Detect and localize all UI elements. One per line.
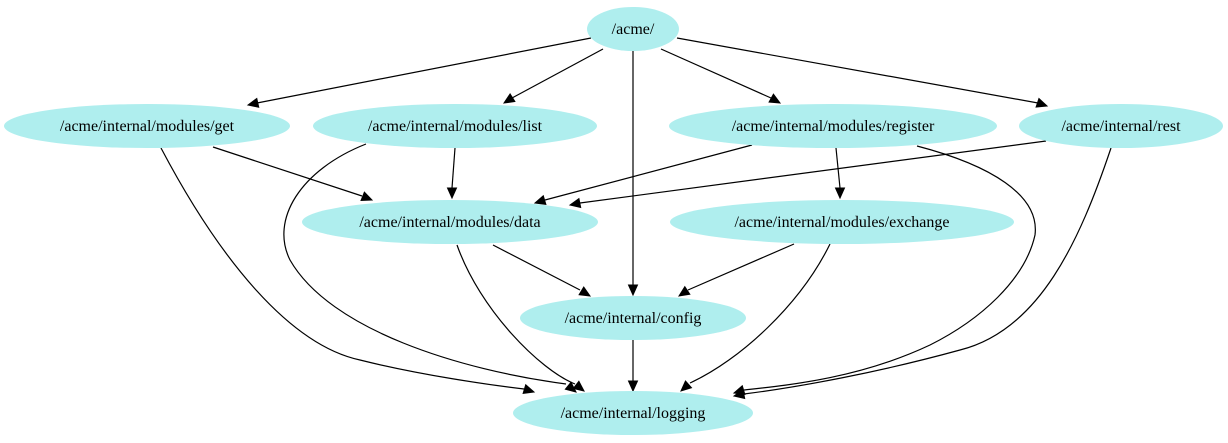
- edge-line: [511, 48, 604, 99]
- node-label-list: /acme/internal/modules/list: [368, 118, 543, 135]
- arrowhead-icon: [677, 285, 691, 297]
- edge-line: [743, 145, 1036, 391]
- arrowhead-icon: [834, 187, 846, 200]
- node-list[interactable]: /acme/internal/modules/list: [313, 104, 597, 148]
- edge-line: [835, 147, 841, 189]
- arrowhead-icon: [502, 92, 516, 104]
- edge-line: [451, 147, 456, 189]
- edge-line: [676, 37, 1039, 104]
- node-label-config: /acme/internal/config: [565, 310, 702, 327]
- edge-line: [689, 243, 831, 384]
- node-rest[interactable]: /acme/internal/rest: [1019, 104, 1223, 148]
- edge-config-to-logging: [627, 340, 639, 393]
- arrowhead-icon: [627, 284, 639, 297]
- node-label-logging: /acme/internal/logging: [561, 405, 706, 422]
- edge-register-to-logging: [732, 145, 1036, 396]
- node-config[interactable]: /acme/internal/config: [520, 296, 746, 340]
- arrowhead-icon: [768, 93, 782, 104]
- edge-register-to-exchange: [834, 147, 846, 200]
- arrowhead-icon: [568, 197, 582, 209]
- edge-rest-to-data: [568, 140, 1047, 209]
- edge-line: [212, 146, 363, 197]
- edge-line: [283, 143, 567, 385]
- node-label-exchange: /acme/internal/modules/exchange: [734, 214, 949, 231]
- arrowhead-icon: [627, 380, 639, 393]
- edge-line: [492, 244, 581, 291]
- node-register[interactable]: /acme/internal/modules/register: [669, 104, 997, 148]
- edge-line: [579, 140, 1047, 204]
- edge-line: [687, 243, 795, 291]
- arrowhead-icon: [522, 383, 536, 395]
- arrowhead-icon: [246, 97, 260, 108]
- node-label-data: /acme/internal/modules/data: [359, 214, 540, 231]
- arrowhead-icon: [578, 286, 592, 297]
- arrowhead-icon: [564, 381, 577, 393]
- node-label-get: /acme/internal/modules/get: [60, 118, 235, 135]
- edge-acme-to-register: [660, 48, 782, 104]
- edge-line: [456, 244, 576, 385]
- edge-acme-to-list: [502, 48, 604, 104]
- edge-register-to-data: [533, 144, 753, 206]
- edge-acme-to-rest: [676, 37, 1049, 108]
- arrowhead-icon: [446, 187, 458, 200]
- edge-list-to-logging: [283, 143, 577, 393]
- node-label-rest: /acme/internal/rest: [1061, 118, 1181, 135]
- edge-get-to-logging: [160, 147, 536, 395]
- node-get[interactable]: /acme/internal/modules/get: [4, 104, 290, 148]
- edge-list-to-data: [446, 147, 458, 200]
- node-label-acme: /acme/: [612, 21, 655, 38]
- edge-acme-to-get: [246, 37, 592, 108]
- arrowhead-icon: [732, 388, 746, 400]
- edge-line: [544, 144, 753, 201]
- edge-acme-to-config: [627, 51, 639, 297]
- node-logging[interactable]: /acme/internal/logging: [513, 391, 753, 435]
- edge-get-to-data: [212, 146, 374, 201]
- edge-line: [160, 147, 525, 390]
- edge-line: [743, 147, 1112, 395]
- edge-line: [660, 48, 772, 99]
- edge-line: [256, 37, 592, 104]
- arrowhead-icon: [680, 380, 693, 392]
- edge-rest-to-logging: [732, 147, 1112, 400]
- edge-data-to-config: [492, 244, 592, 297]
- edge-exchange-to-config: [677, 243, 795, 297]
- node-data[interactable]: /acme/internal/modules/data: [302, 200, 598, 244]
- node-exchange[interactable]: /acme/internal/modules/exchange: [670, 200, 1014, 244]
- arrowhead-icon: [1035, 97, 1049, 108]
- arrowhead-icon: [360, 191, 374, 201]
- node-label-register: /acme/internal/modules/register: [732, 118, 935, 135]
- edge-data-to-logging: [456, 244, 585, 392]
- arrowhead-icon: [533, 194, 547, 206]
- edge-exchange-to-logging: [680, 243, 831, 392]
- arrowhead-icon: [572, 380, 585, 392]
- node-acme[interactable]: /acme/: [587, 7, 679, 51]
- edges-layer: [160, 37, 1112, 400]
